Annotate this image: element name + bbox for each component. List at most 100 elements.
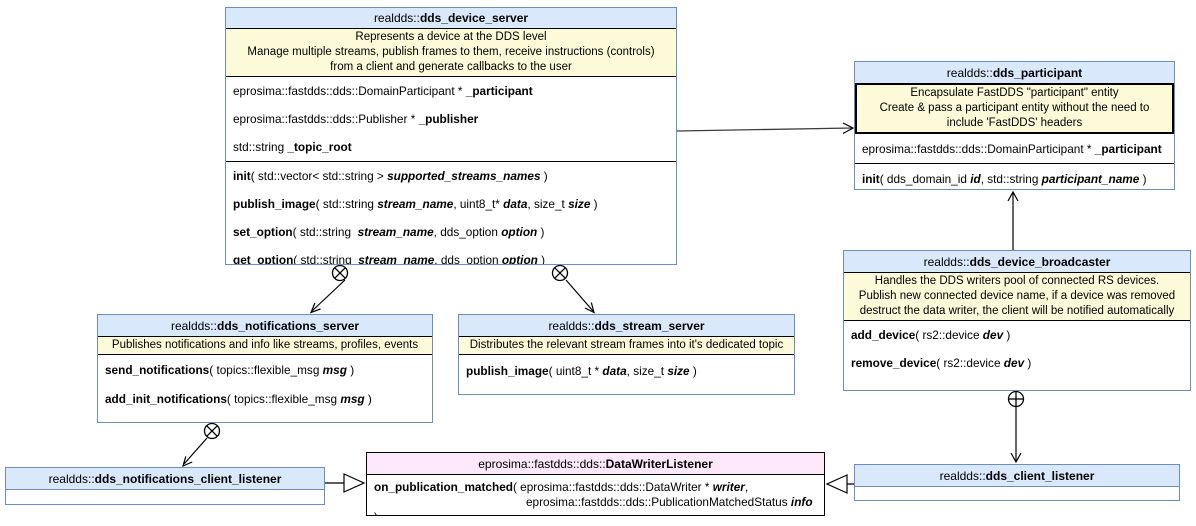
text-run: ) — [1139, 171, 1147, 186]
dds_device_broadcaster-description-line: Publish new connected device name, if a … — [858, 290, 1176, 302]
dds_client_listener-empty-compartment — [855, 487, 1179, 500]
inheritance-notifications-client-listener-to-datawriterlistener — [325, 473, 366, 493]
text-run: realdds:: — [939, 469, 986, 483]
text-run: participant_name — [1041, 171, 1140, 186]
text-run: dds_client_listener — [985, 469, 1095, 483]
text-run: stream_name — [358, 253, 435, 265]
dds_device_server-attribute-row: eprosima::fastdds::dds::DomainParticipan… — [226, 77, 676, 105]
text-run: ( std::string — [293, 253, 359, 265]
dds_stream_server-methods-section: publish_image( uint8_t * data, size_t si… — [459, 355, 794, 386]
text-run: realdds:: — [48, 472, 95, 486]
text-run: realdds:: — [373, 11, 420, 25]
text-run: size — [568, 197, 591, 211]
dds_device_server-description-line: Represents a device at the DDS level — [355, 31, 547, 43]
text-run: ) — [590, 197, 598, 211]
text-run: realdds:: — [548, 319, 595, 333]
dds_device_server-method-row: get_option( std::string stream_name, dds… — [226, 246, 676, 265]
open-arrowhead-icon — [1010, 452, 1022, 464]
text-run: add_device — [851, 328, 916, 342]
dds_notifications_server-method-row: add_init_notifications( topics::flexible… — [98, 384, 432, 413]
dds_stream_server-title: realdds::dds_stream_server — [459, 315, 794, 336]
text-run: , dds_option — [433, 225, 502, 239]
association-device-server-to-participant — [676, 122, 855, 135]
text-run: , uint8_t* — [453, 197, 504, 211]
text-run: stream_name — [377, 197, 454, 211]
containment-device-server-to-stream-server — [551, 264, 595, 314]
containment-notifications-server-to-client-listener — [182, 422, 221, 468]
dds_stream_server-description-line: Distributes the relevant stream frames i… — [469, 339, 784, 351]
text-run: ( topics::flexible_msg — [226, 391, 341, 406]
text-run: _topic_root — [287, 140, 352, 154]
dds_device_broadcaster-title: realdds::dds_device_broadcaster — [844, 251, 1190, 272]
text-run: remove_device — [851, 356, 937, 370]
dds_device_server-method-row: publish_image( std::string stream_name, … — [226, 190, 676, 218]
text-run: _participant — [1094, 141, 1162, 156]
dds_participant-description-line: Create & pass a participant entity witho… — [879, 102, 1150, 114]
text-run: set_option — [233, 225, 293, 239]
text-run: std::string — [233, 140, 288, 154]
open-arrowhead-icon — [1007, 190, 1019, 202]
text-run: , — [744, 480, 749, 494]
class-box-dds-client-listener: realdds::dds_client_listener — [854, 464, 1180, 501]
text-run: ( dds_domain_id — [879, 171, 971, 186]
dds_device_broadcaster-description-line: Handles the DDS writers pool of connecte… — [874, 275, 1160, 287]
inheritance-client-listener-to-datawriterlistener — [825, 474, 854, 494]
text-run: ( rs2::device — [936, 356, 1004, 370]
text-run: realdds:: — [923, 255, 970, 269]
dds_participant-methods-section: init( dds_domain_id id, std::string part… — [855, 163, 1174, 189]
text-run: ) — [1003, 328, 1011, 342]
dds_notifications_server-methods-section: send_notifications( topics::flexible_msg… — [98, 355, 432, 413]
text-run: ) — [537, 225, 545, 239]
DataWriterListener-title: eprosima::fastdds::dds::DataWriterListen… — [367, 453, 824, 475]
text-run: ( eprosima::fastdds::dds::DataWriter * — [512, 480, 713, 494]
text-run: publish_image — [466, 363, 549, 378]
dds_device_broadcaster-method-row: add_device( rs2::device dev ) — [844, 321, 1190, 349]
text-run: stream_name — [357, 225, 434, 239]
text-run: ( std::vector< std::string > — [250, 169, 388, 183]
text-run: get_option — [233, 253, 294, 265]
text-run: eprosima::fastdds::dds::Publisher * — [233, 112, 419, 126]
dds_notifications_server-description: Publishes notifications and info like st… — [98, 336, 432, 355]
text-run: dds_device_server — [419, 11, 529, 25]
text-run: , dds_option — [434, 253, 502, 265]
dds_notifications_client_listener-empty-compartment — [6, 490, 324, 504]
text-run: _participant — [465, 84, 533, 98]
text-run: dds_participant — [992, 66, 1083, 80]
text-run: msg — [322, 362, 347, 377]
dds_device_server-methods-section: init( std::vector< std::string > support… — [226, 161, 676, 265]
text-run: ) — [364, 391, 372, 406]
text-run: dev — [982, 328, 1004, 342]
text-run: supported_streams_names — [387, 169, 541, 183]
text-run: _publisher — [418, 112, 479, 126]
dds_device_broadcaster-description-line: destruct the data writer, the client wil… — [859, 305, 1175, 317]
class-box-dds-notifications-client-listener: realdds::dds_notifications_client_listen… — [5, 467, 325, 505]
dds_stream_server-description: Distributes the relevant stream frames i… — [459, 336, 794, 355]
association-broadcaster-to-participant — [1007, 190, 1019, 250]
text-run: data — [602, 363, 627, 378]
text-run: realdds:: — [946, 66, 993, 80]
dds_notifications_server-title: realdds::dds_notifications_server — [98, 315, 432, 336]
dds_notifications_server-description-line: Publishes notifications and info like st… — [111, 339, 419, 351]
text-run: ( uint8_t * — [548, 363, 603, 378]
dds_device_server-title: realdds::dds_device_server — [226, 8, 676, 28]
text-run: init — [862, 171, 880, 186]
containment-device-server-to-notifications-server — [309, 264, 349, 314]
text-run: eprosima::fastdds::dds::PublicationMatch… — [526, 495, 791, 509]
dds_participant-method-row: init( dds_domain_id id, std::string part… — [855, 164, 1174, 189]
text-run: , std::string — [980, 171, 1042, 186]
text-run: realdds:: — [170, 319, 217, 333]
dds_device_server-description-line: from a client and generate callbacks to … — [330, 61, 572, 73]
dds_device_server-attribute-row: eprosima::fastdds::dds::Publisher * _pub… — [226, 105, 676, 133]
text-run: ) — [689, 363, 697, 378]
text-run: eprosima::fastdds::dds::DomainParticipan… — [233, 84, 466, 98]
dds_device_server-method-row: set_option( std::string stream_name, dds… — [226, 218, 676, 246]
dds_device_server-attributes-section: eprosima::fastdds::dds::DomainParticipan… — [226, 77, 676, 161]
DataWriterListener-methods-section: on_publication_matched( eprosima::fastdd… — [367, 475, 824, 515]
text-run: dds_device_broadcaster — [969, 255, 1111, 269]
